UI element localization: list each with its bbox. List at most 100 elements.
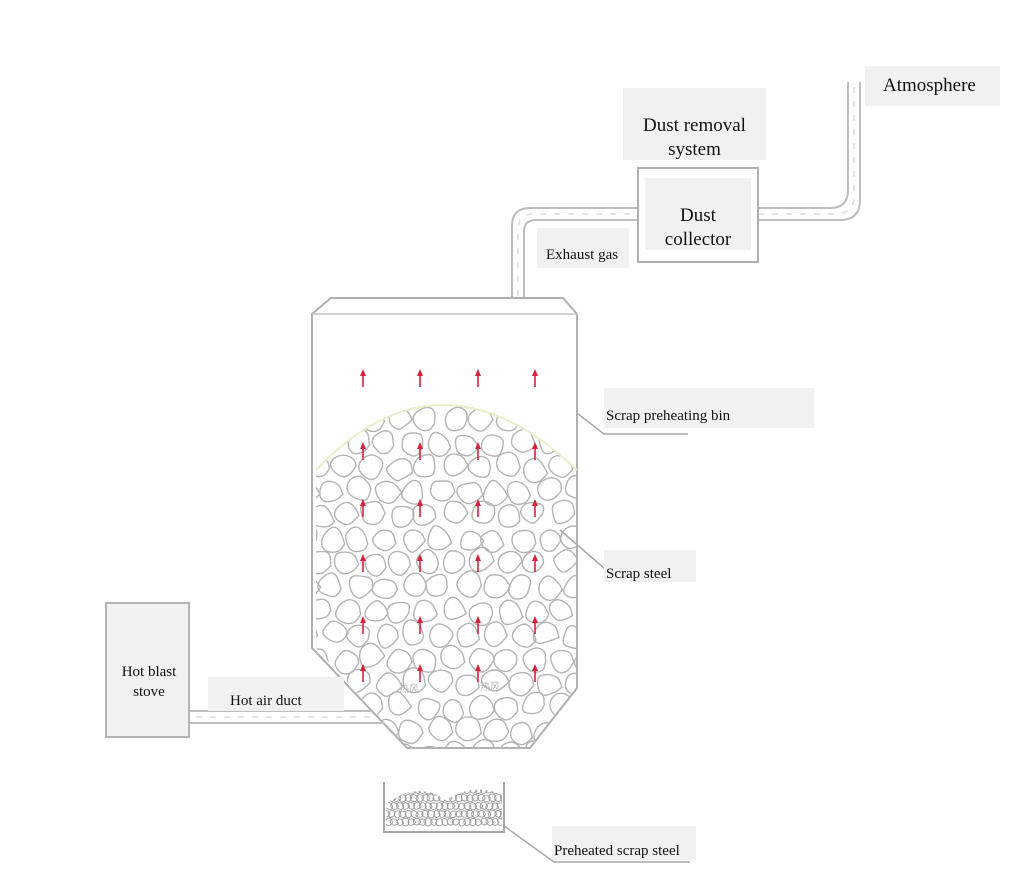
scrap-piece bbox=[320, 526, 346, 553]
scrap-piece bbox=[480, 434, 505, 457]
preheated-scrap-piece bbox=[387, 794, 397, 802]
scrap-piece bbox=[333, 501, 360, 526]
preheated-scrap-piece bbox=[393, 810, 402, 819]
up-arrow-icon bbox=[532, 499, 538, 517]
up-arrow-icon bbox=[360, 442, 366, 460]
preheated-scrap-piece bbox=[435, 818, 443, 827]
up-arrow-icon bbox=[475, 616, 481, 634]
scrap-piece bbox=[497, 504, 521, 528]
scrap-piece bbox=[427, 431, 452, 458]
scrap-piece bbox=[412, 406, 436, 432]
scrap-piece bbox=[506, 480, 532, 506]
preheated-scrap-piece bbox=[455, 778, 462, 785]
scrap-piece bbox=[493, 696, 519, 721]
up-arrow-icon bbox=[360, 369, 366, 387]
scrap-piece bbox=[412, 648, 437, 673]
scrap-piece bbox=[403, 572, 428, 597]
scrap-piece bbox=[566, 715, 577, 742]
preheated-scrap-piece bbox=[415, 810, 424, 818]
preheated-scrap-piece bbox=[390, 789, 399, 794]
up-arrow-icon bbox=[532, 554, 538, 572]
preheated-scrap-piece bbox=[499, 810, 502, 818]
scrap-piece bbox=[479, 530, 505, 553]
preheated-scrap-piece bbox=[474, 789, 483, 795]
bin-glyph-left: 热风 bbox=[399, 682, 419, 695]
preheated-scrap-piece bbox=[433, 778, 439, 785]
scrap-piece bbox=[525, 600, 550, 624]
preheated-scrap-piece bbox=[496, 802, 502, 810]
preheated-scrap-piece bbox=[449, 779, 456, 786]
preheated-scrap-piece bbox=[388, 779, 395, 785]
scrap-piece bbox=[349, 720, 373, 743]
up-arrow-icon bbox=[417, 664, 423, 682]
preheated-scrap-piece bbox=[418, 818, 427, 826]
scrap-piece bbox=[499, 741, 523, 748]
preheated-scrap-piece bbox=[396, 802, 405, 811]
preheated-scrap-piece bbox=[395, 789, 405, 794]
preheated-scrap-piece bbox=[424, 802, 433, 811]
scrap-piece bbox=[511, 529, 537, 554]
scrap-piece bbox=[427, 525, 453, 551]
scrap-piece bbox=[429, 623, 454, 649]
scrap-piece bbox=[317, 572, 342, 598]
preheated-scrap-piece bbox=[394, 778, 401, 785]
scrap-piece bbox=[480, 669, 510, 692]
scrap-piece bbox=[440, 644, 466, 670]
scrap-piece bbox=[483, 574, 512, 599]
preheated-scrap-piece bbox=[471, 793, 480, 802]
preheated-scrap-piece bbox=[472, 778, 480, 785]
preheated-scrap-piece bbox=[469, 801, 478, 811]
preheated-scrap-piece bbox=[458, 818, 467, 827]
airflow-arrows bbox=[360, 369, 538, 682]
up-arrow-icon bbox=[532, 442, 538, 460]
preheated-scrap-piece bbox=[477, 779, 485, 786]
scrap-piece bbox=[495, 451, 521, 478]
preheated-scrap-piece bbox=[474, 818, 483, 826]
up-arrow-icon bbox=[417, 499, 423, 517]
scrap-piece bbox=[371, 578, 399, 600]
scrap-piece bbox=[521, 550, 545, 573]
scrap-piece bbox=[387, 550, 412, 576]
scrap-piece bbox=[538, 575, 564, 602]
preheated-scrap-piece bbox=[404, 809, 413, 819]
up-arrow-icon bbox=[532, 616, 538, 634]
preheated-scrap-piece bbox=[491, 817, 500, 826]
scrap-piece bbox=[333, 551, 360, 575]
scrap-piece bbox=[371, 529, 397, 552]
scrap-piece bbox=[521, 691, 545, 715]
scrap-piece bbox=[560, 525, 577, 550]
scrap-piece bbox=[573, 651, 577, 674]
up-arrow-icon bbox=[417, 616, 423, 634]
preheated-scrap-piece bbox=[488, 809, 498, 819]
up-arrow-icon bbox=[532, 664, 538, 682]
preheated-scrap-piece bbox=[429, 802, 439, 811]
up-arrow-icon bbox=[360, 554, 366, 572]
scrap-piece bbox=[532, 621, 560, 644]
scrap-piece bbox=[497, 550, 523, 574]
scrap-piece bbox=[358, 740, 383, 748]
scrap-piece bbox=[402, 619, 425, 646]
scrap-piece bbox=[425, 573, 448, 597]
preheated-scrap-piece bbox=[461, 779, 468, 786]
scrap-piece bbox=[580, 456, 604, 478]
scrap-piece bbox=[443, 596, 468, 621]
preheated-scrap-piece bbox=[435, 802, 444, 811]
scrap-piece bbox=[443, 453, 469, 477]
scrap-piece bbox=[547, 743, 571, 748]
scrap-piece bbox=[376, 623, 399, 649]
scrap-piece bbox=[509, 721, 534, 746]
scrap-piece bbox=[468, 648, 496, 673]
scrap-piece bbox=[344, 526, 369, 553]
preheated-scrap-piece bbox=[439, 779, 446, 786]
scrap-piece bbox=[471, 739, 496, 748]
scrap-preheating-bin-label: Scrap preheating bin bbox=[604, 388, 814, 428]
preheated-scrap-piece bbox=[467, 779, 474, 786]
scrap-piece bbox=[523, 740, 548, 748]
preheated-scrap-steel-label: Preheated scrap steel bbox=[552, 826, 696, 860]
up-arrow-icon bbox=[475, 664, 481, 682]
scrap-piece bbox=[548, 599, 574, 622]
scrap-piece bbox=[468, 694, 495, 720]
scrap-piece bbox=[579, 500, 602, 523]
up-arrow-icon bbox=[475, 554, 481, 572]
